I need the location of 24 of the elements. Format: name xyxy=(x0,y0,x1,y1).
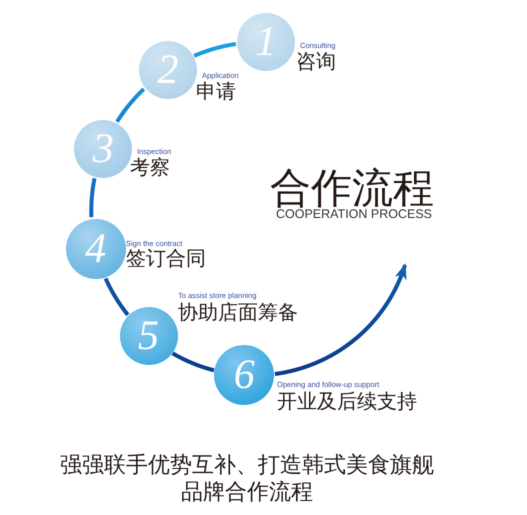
slogan: 强强联手优势互补、打造韩式美食旗舰 xyxy=(60,455,434,477)
step-number: 3 xyxy=(92,128,114,170)
title: 合作流程 xyxy=(270,168,434,209)
step-label: 咨询 xyxy=(296,51,336,71)
step-label: 签订合同 xyxy=(126,248,206,268)
step-label: 协助店面筹备 xyxy=(178,302,298,322)
step-number: 4 xyxy=(85,228,106,270)
curved-line xyxy=(104,276,130,317)
step-circle xyxy=(139,40,197,99)
step-number: 5 xyxy=(138,315,160,358)
curved-line xyxy=(89,176,96,219)
step-circle xyxy=(120,307,178,366)
curved-line xyxy=(115,87,146,124)
step-number: 1 xyxy=(255,20,276,63)
step-number: 2 xyxy=(158,48,178,91)
step-label: 申请 xyxy=(196,81,236,101)
subtitle: COOPERATION PROCESS xyxy=(276,208,432,220)
curved-arrow xyxy=(273,263,407,376)
step-label: 考察 xyxy=(130,157,170,177)
step-label: 开业及后续支持 xyxy=(277,391,417,411)
curved-line xyxy=(192,42,238,58)
curved-line xyxy=(170,351,216,372)
tagline: 品牌合作流程 xyxy=(181,482,313,504)
step-number: 6 xyxy=(234,354,255,396)
